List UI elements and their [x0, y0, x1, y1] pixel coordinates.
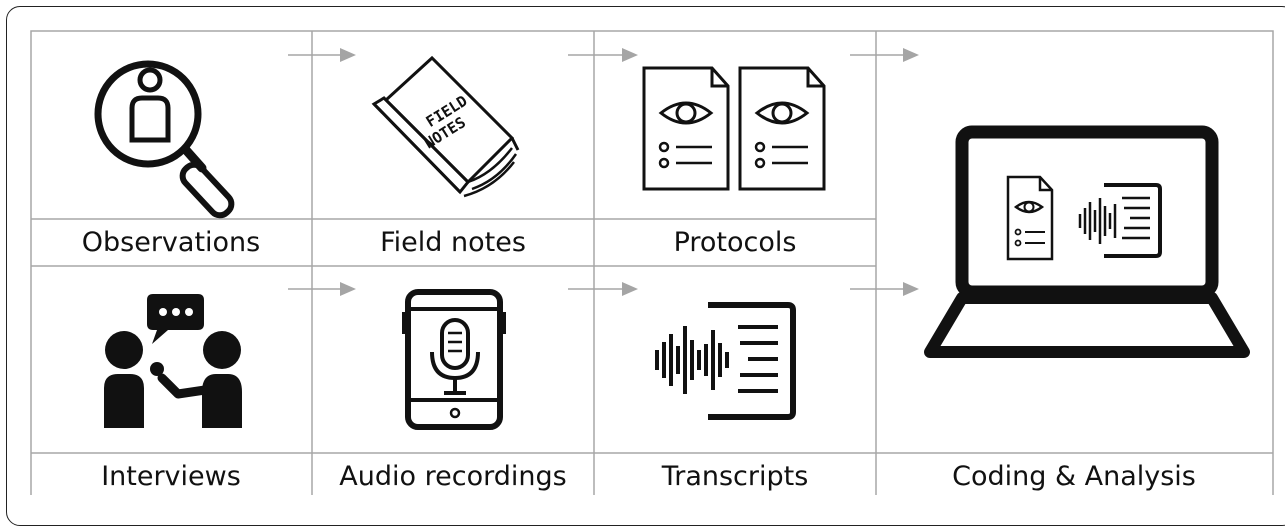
label-protocols: Protocols — [674, 227, 797, 258]
interview-icon — [104, 294, 242, 428]
flow-arrow — [568, 48, 638, 62]
label-observations: Observations — [82, 227, 260, 258]
laptop-icon — [924, 125, 1250, 358]
label-field-notes: Field notes — [380, 227, 526, 258]
notebook-icon: FIELD NOTES — [371, 55, 520, 198]
phone-microphone-icon — [402, 289, 506, 430]
label-transcripts: Transcripts — [661, 461, 809, 492]
flow-arrow — [850, 282, 919, 296]
protocol-document-icon — [738, 66, 826, 191]
label-audio-recordings: Audio recordings — [339, 461, 566, 492]
magnifier-person-icon — [94, 60, 235, 219]
transcript-icon — [655, 302, 796, 420]
workflow-diagram: FIELD NOTES — [30, 30, 1274, 495]
protocol-document-icon — [642, 66, 730, 191]
flow-arrow — [288, 282, 356, 296]
label-coding-analysis: Coding & Analysis — [952, 461, 1196, 492]
label-interviews: Interviews — [101, 461, 241, 492]
flow-arrow — [850, 48, 919, 62]
table-grid — [30, 30, 1274, 495]
flow-arrow — [288, 48, 356, 62]
flow-arrow — [568, 282, 638, 296]
